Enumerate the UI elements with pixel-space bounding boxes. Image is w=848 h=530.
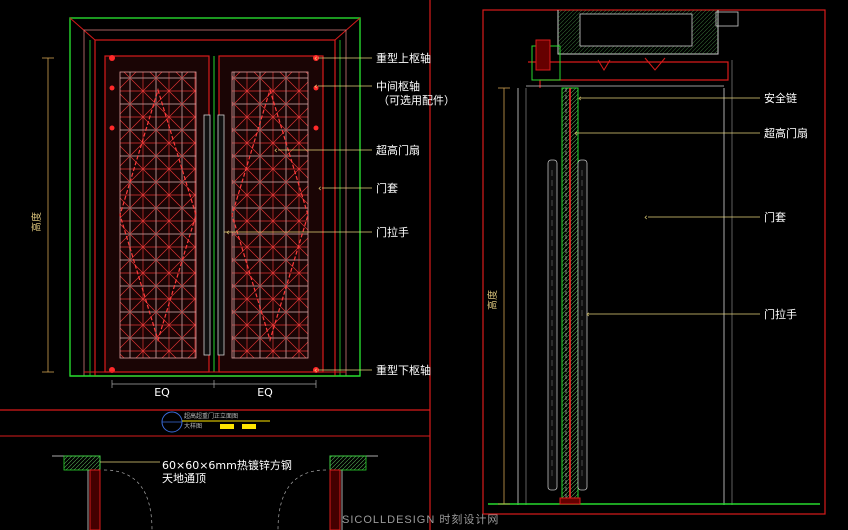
drawing-title: 超高超重门正立面图 bbox=[184, 412, 238, 420]
label-section-leaf: 超高门扇 bbox=[764, 126, 808, 140]
door-handle-right bbox=[217, 114, 225, 356]
dim-height-label: 高度 bbox=[30, 212, 43, 232]
label-mid-pivot: 中间枢轴 bbox=[376, 79, 420, 93]
floor-pivot-block bbox=[559, 497, 581, 505]
handle-section-left bbox=[547, 159, 558, 491]
label-door-leaf: 超高门扇 bbox=[376, 143, 420, 157]
svg-text:‹: ‹ bbox=[314, 366, 318, 376]
scale-bar-2 bbox=[242, 424, 256, 429]
leader-lines-section bbox=[576, 97, 760, 315]
diamond-motif-left bbox=[119, 87, 197, 343]
label-top-pivot: 重型上枢轴 bbox=[376, 51, 431, 65]
pivot-markers bbox=[109, 55, 319, 373]
plan-note-line1: 60×60×6mm热镀锌方钢 bbox=[162, 458, 292, 472]
door-panel-lattice-left bbox=[119, 71, 197, 359]
dim-eq-right: EQ bbox=[257, 386, 273, 399]
door-handle-left bbox=[203, 114, 211, 356]
door-swing-arc-right bbox=[277, 469, 327, 530]
dim-eq-left: EQ bbox=[154, 386, 170, 399]
handle-section-right bbox=[577, 159, 588, 491]
plan-note-line2: 天地通顶 bbox=[162, 472, 206, 485]
leader-arrows-section: ‹ ‹ ‹ ‹ bbox=[574, 94, 648, 320]
head-pivot-block bbox=[535, 39, 551, 71]
label-mid-pivot-note: （可选用配件） bbox=[378, 94, 455, 107]
drawing-scale-label: 大样图 bbox=[184, 422, 202, 430]
door-swing-arc-left bbox=[103, 469, 153, 530]
scale-bar-1 bbox=[220, 424, 234, 429]
label-section-handle: 门拉手 bbox=[764, 307, 797, 321]
diamond-motif-right bbox=[231, 87, 309, 343]
svg-text:‹: ‹ bbox=[314, 54, 318, 64]
front-elevation: 高度 EQ EQ ‹ ‹ ‹ ‹ ‹ ‹ 重型上枢轴 中间枢轴 （可选用配件） 超高门… bbox=[0, 0, 455, 530]
section-view: 高度 ‹ ‹ ‹ ‹ 安全链 超高门扇 门套 门拉手 bbox=[482, 9, 826, 515]
svg-text:‹: ‹ bbox=[586, 310, 590, 320]
svg-text:‹: ‹ bbox=[644, 213, 648, 223]
frame-bevel-top bbox=[69, 17, 361, 41]
leader-lines-front bbox=[224, 57, 372, 371]
plan-detail: 60×60×6mm热镀锌方钢 天地通顶 bbox=[52, 455, 378, 530]
svg-text:‹: ‹ bbox=[226, 228, 230, 238]
label-section-frame: 门套 bbox=[764, 210, 786, 224]
label-safety-chain: 安全链 bbox=[764, 91, 797, 105]
svg-text:‹: ‹ bbox=[574, 129, 578, 139]
watermark: SICOLLDESIGN 时刻设计网 bbox=[342, 512, 499, 526]
svg-text:‹: ‹ bbox=[314, 82, 318, 92]
label-door-handle: 门拉手 bbox=[376, 225, 409, 239]
leader-arrows-front: ‹ ‹ ‹ ‹ ‹ ‹ bbox=[226, 54, 322, 376]
svg-text:‹: ‹ bbox=[274, 146, 278, 156]
door-panel-lattice-right bbox=[231, 71, 309, 359]
section-dim-label: 高度 bbox=[486, 290, 499, 310]
label-bottom-pivot: 重型下枢轴 bbox=[376, 363, 431, 377]
label-door-frame: 门套 bbox=[376, 181, 398, 195]
svg-text:‹: ‹ bbox=[578, 94, 582, 104]
svg-text:‹: ‹ bbox=[318, 184, 322, 194]
